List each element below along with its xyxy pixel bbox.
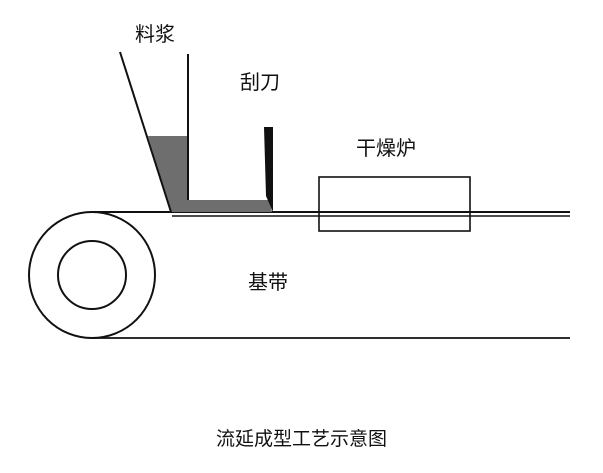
roller-inner	[57, 240, 127, 310]
figure-caption: 流延成型工艺示意图	[215, 428, 387, 450]
slurry-pool	[148, 136, 272, 212]
drying-oven-label: 干燥炉	[356, 136, 416, 160]
substrate-belt-label: 基带	[248, 270, 288, 294]
drying-oven-box	[318, 176, 471, 232]
hopper-slanted-wall	[119, 51, 172, 213]
doctor-blade	[264, 127, 273, 212]
slurry-label: 料浆	[135, 22, 175, 46]
doctor-blade-label: 刮刀	[240, 70, 280, 94]
